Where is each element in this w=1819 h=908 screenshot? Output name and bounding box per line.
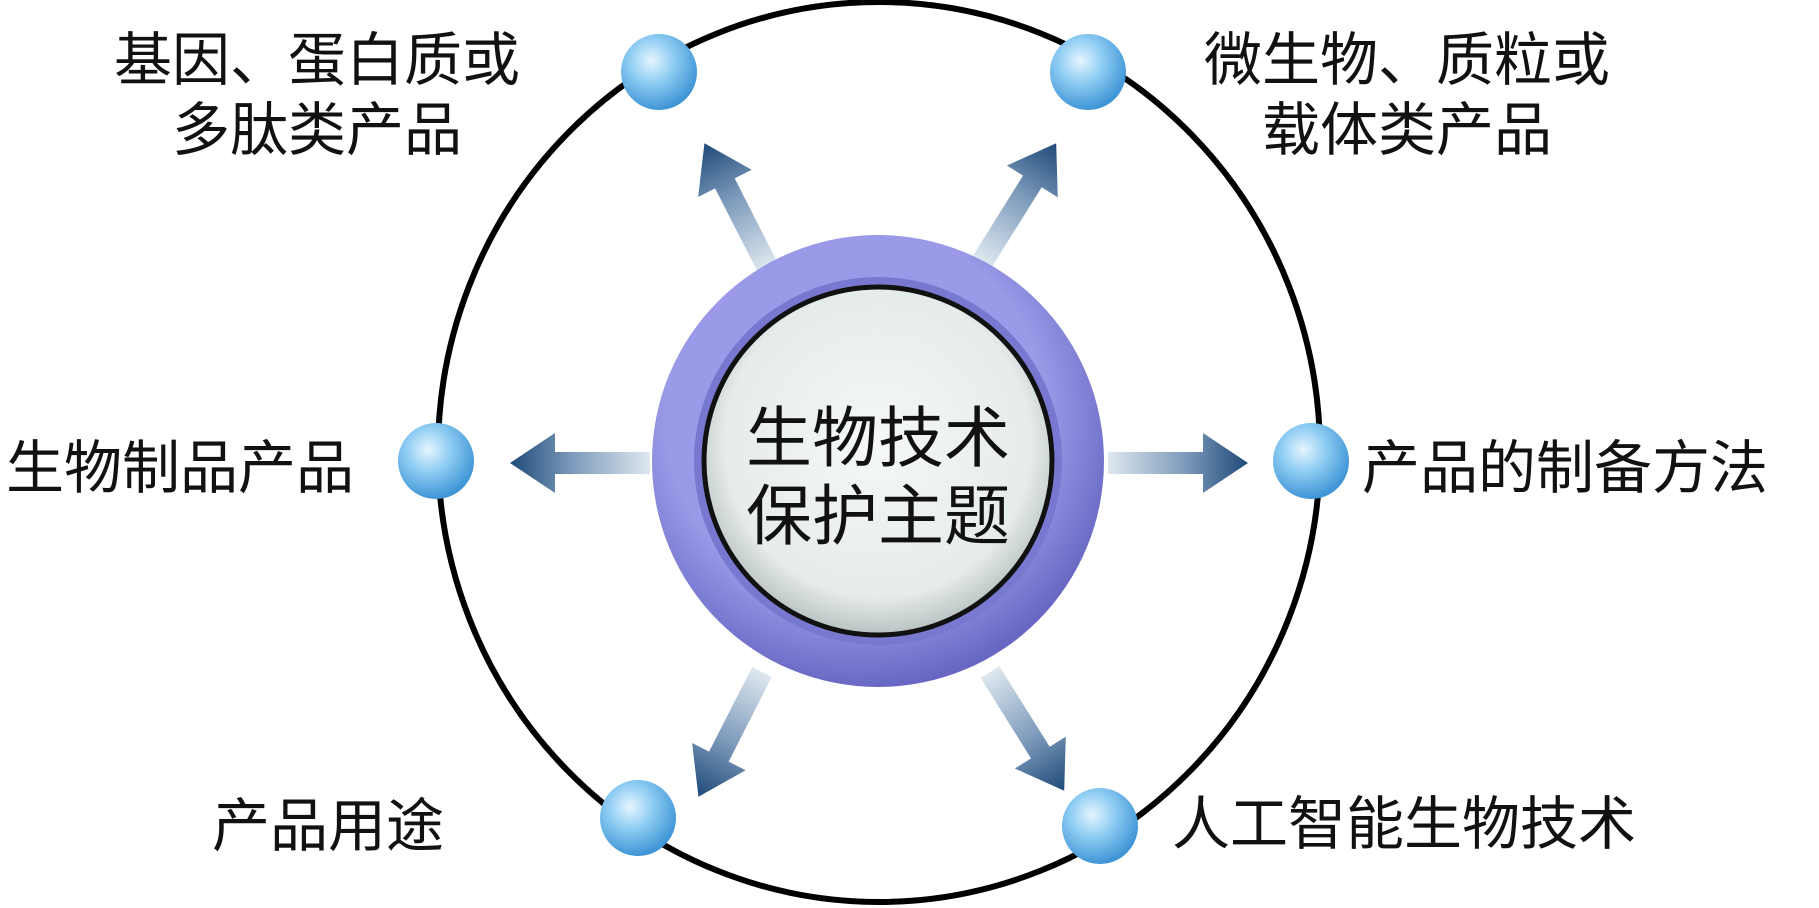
label-top-right-line2: 载体类产品	[1262, 96, 1553, 164]
center-title-line2: 保护主题	[746, 478, 1010, 555]
node-bottom-left	[600, 780, 676, 856]
arrow-bottom-right	[964, 656, 1090, 807]
center-title-line1: 生物技术	[746, 400, 1010, 477]
arrow-bottom-left	[671, 658, 789, 811]
arrow-top-right	[956, 127, 1082, 278]
node-bottom-right	[1062, 788, 1138, 864]
node-left	[398, 423, 474, 499]
arrow-right	[1108, 433, 1248, 493]
label-top-left: 基因、蛋白质或 多肽类产品	[114, 25, 520, 165]
center-title: 生物技术 保护主题	[746, 400, 1010, 556]
label-top-right-line1: 微生物、质粒或	[1204, 26, 1611, 94]
label-bottom-left: 产品用途	[212, 792, 445, 860]
label-left: 生物制品产品	[6, 434, 355, 502]
node-top-right	[1050, 34, 1126, 110]
arrow-left	[510, 433, 650, 493]
center-face	[701, 284, 1055, 638]
label-top-left-line1: 基因、蛋白质或	[114, 26, 521, 94]
node-right	[1273, 423, 1349, 499]
node-top-left	[621, 34, 697, 110]
label-top-right: 微生物、质粒或 载体类产品	[1204, 25, 1610, 165]
label-top-left-line2: 多肽类产品	[172, 96, 463, 164]
label-right: 产品的制备方法	[1362, 434, 1769, 502]
label-bottom-right: 人工智能生物技术	[1172, 790, 1637, 858]
